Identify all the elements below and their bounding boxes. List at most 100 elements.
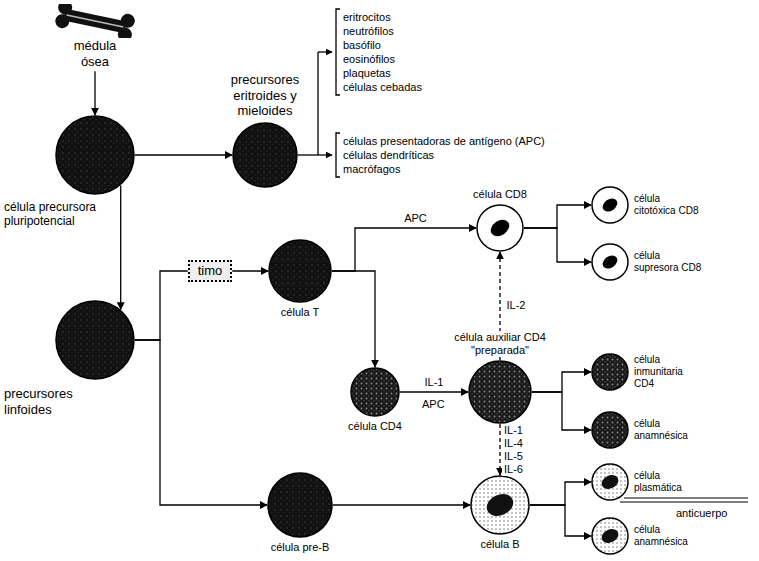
bone-label: médula ósea	[64, 38, 126, 69]
cell-label: célula anamnésica	[634, 418, 704, 442]
connector	[332, 228, 476, 271]
branch-arrow	[318, 51, 332, 52]
connector	[135, 154, 232, 155]
cell-type-item: macrófagos	[343, 162, 400, 176]
cell-type-item: basófilo	[343, 38, 381, 52]
cell-body	[592, 244, 628, 280]
list-bracket	[336, 9, 340, 95]
cell-shape	[591, 186, 629, 224]
cell-shape	[591, 463, 629, 501]
cell-body	[269, 240, 331, 302]
connector	[135, 340, 267, 505]
connector	[530, 482, 591, 505]
cell-shape	[232, 122, 298, 188]
cell-label: célula CD4	[348, 420, 402, 433]
suppressor-cell: célula supresora CD8	[591, 243, 629, 281]
cell-body	[471, 476, 529, 534]
memory-cell: célula anamnésica	[591, 411, 629, 449]
product-label: anticuerpo	[676, 506, 727, 520]
cell-shape	[591, 353, 629, 391]
plasma-cell: célula plasmática	[591, 463, 629, 501]
cell-label: célula pre-B	[271, 541, 330, 554]
dashed-connector	[499, 424, 500, 475]
cd8-cell: célula CD8	[476, 204, 524, 252]
cell-type-item: plaquetas	[343, 66, 391, 80]
connector	[135, 271, 188, 340]
cell-type-item: células dendríticas	[343, 148, 434, 162]
thymus-box: timo	[188, 260, 233, 282]
cell-body	[56, 116, 134, 194]
cell-nucleus	[599, 472, 620, 491]
cd4-cell: célula CD4	[350, 367, 400, 417]
cell-label: célula B	[480, 538, 519, 551]
cell-type-item: células presentadoras de antígeno (APC)	[343, 134, 545, 148]
cell-label: célula plasmática	[634, 470, 704, 494]
connector	[94, 71, 95, 115]
cell-nucleus	[488, 216, 513, 239]
edge-label: APC	[402, 212, 429, 225]
bone-knob	[117, 26, 134, 38]
cell-label: célula inmunitaria CD4	[634, 354, 704, 390]
bone-marrow: médula ósea	[48, 4, 142, 71]
bone-shape	[54, 4, 136, 38]
cell-type-item: eritrocitos	[343, 10, 391, 24]
cell-body	[233, 123, 297, 187]
branch-line	[298, 154, 318, 155]
cell-label: célula CD8	[473, 188, 527, 201]
signal-label: APC	[422, 397, 445, 411]
cell-shape	[350, 367, 400, 417]
list-bracket	[336, 133, 340, 177]
cell-label: precursores eritroides y mieloides	[225, 72, 305, 119]
cell-body	[351, 368, 399, 416]
cell-shape	[267, 472, 333, 538]
cell-label: célula precursora pluripotencial	[4, 200, 116, 229]
thymus-label: timo	[198, 263, 223, 279]
cytotoxic-cell: célula citotóxica CD8	[591, 186, 629, 224]
cell-label: célula supresora CD8	[634, 250, 704, 274]
connector	[333, 504, 470, 505]
stem-cell: célula precursora pluripotencial	[55, 115, 135, 195]
cell-type-item: eosinófilos	[343, 52, 395, 66]
helper-cell: célula auxiliar CD4 "preparada"	[468, 360, 532, 424]
cell-label: célula citotóxica CD8	[634, 193, 704, 217]
lymphoid-precursor: precursores linfoides	[55, 300, 135, 380]
edge-label: IL-1	[423, 376, 446, 389]
connector	[120, 186, 121, 310]
myeloid-precursor: precursores eritroides y mieloides	[232, 122, 298, 188]
cell-body	[592, 354, 628, 390]
cell-shape	[468, 360, 532, 424]
memory-cell: célula anamnésica	[591, 517, 629, 555]
cell-shape	[591, 517, 629, 555]
connector	[524, 228, 591, 262]
connector	[232, 270, 268, 271]
cell-shape	[591, 243, 629, 281]
cell-body	[477, 205, 523, 251]
cell-body	[592, 412, 628, 448]
cell-shape	[591, 411, 629, 449]
cell-nucleus	[600, 253, 620, 271]
cell-label: precursores linfoides	[4, 386, 116, 417]
antibody-line	[624, 497, 748, 498]
cell-nucleus	[600, 196, 620, 214]
cell-body	[469, 361, 531, 423]
cell-shape	[268, 239, 332, 303]
cell-body	[268, 473, 332, 537]
cell-body	[592, 464, 628, 500]
cell-body	[56, 301, 134, 379]
connector	[524, 205, 591, 228]
cell-label: célula auxiliar CD4 "preparada"	[441, 331, 560, 357]
cell-body	[592, 518, 628, 554]
connector	[400, 391, 468, 392]
branch-arrow	[318, 154, 332, 155]
cell-label: célula T	[281, 306, 319, 319]
pre-b-cell: célula pre-B	[267, 472, 333, 538]
cell-nucleus	[483, 490, 517, 520]
edge-label: IL-1 IL-4 IL-5 IL-6	[502, 424, 534, 476]
connector	[332, 271, 375, 367]
connector	[530, 505, 591, 536]
bone-illustration	[50, 4, 140, 38]
cell-label: célula anamnésica	[634, 524, 704, 548]
cell-nucleus	[599, 526, 620, 545]
t-cell: célula T	[268, 239, 332, 303]
